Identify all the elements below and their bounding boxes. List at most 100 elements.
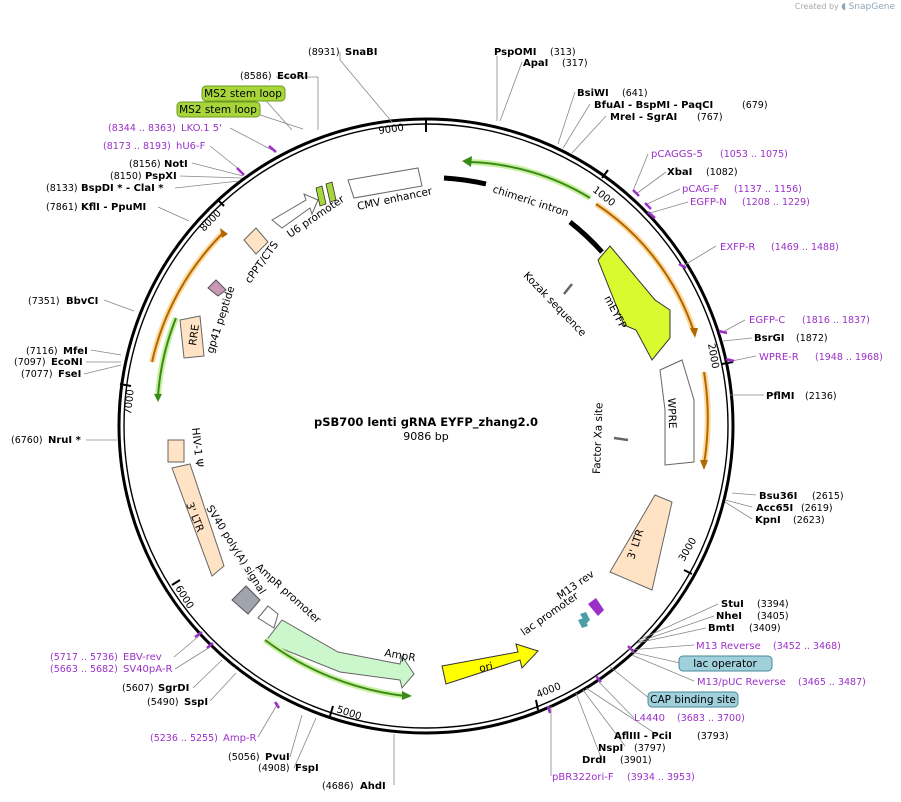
cap-binding-label: CAP binding site <box>650 694 736 706</box>
pos-m13rev: (3452 .. 3468) <box>773 641 841 652</box>
cppt-feature: cPPT/CTS <box>243 227 281 286</box>
site-nrui: NruI * <box>48 435 82 446</box>
pos-drdi: (3901) <box>620 755 652 766</box>
site-ecori: EcoRI <box>277 71 308 82</box>
ampr-promoter-feature: AmpR promoter <box>253 561 324 629</box>
rre-feature: RRE <box>179 315 205 359</box>
pos-pspxi: (8150) <box>110 171 142 182</box>
plasmid-length: 9086 bp <box>403 430 448 443</box>
primer-marks <box>194 145 735 714</box>
leader-lines <box>83 52 764 785</box>
cap-binding-box: CAP binding site <box>647 691 739 708</box>
site-bbvci: BbvCI <box>66 296 98 307</box>
pos-exfpr: (1469 .. 1488) <box>771 242 839 253</box>
site-m13puc: M13/pUC Reverse <box>697 677 786 688</box>
pos-pcaggs: (1053 .. 1075) <box>720 149 788 160</box>
tick-6000 <box>171 579 181 586</box>
pos-kfli: (7861) <box>46 202 78 213</box>
pos-ahdi: (4686) <box>322 781 354 792</box>
site-labels: (8931) SnaBI PspOMI (313) ApaI (317) (85… <box>11 47 883 792</box>
label-chimeric-intron: chimeric intron <box>491 183 570 219</box>
site-pspxi: PspXI <box>145 171 177 182</box>
primer-mark-pcag <box>644 202 652 210</box>
credit-brand: SnapGene <box>848 2 895 12</box>
ms2-box-2-label: MS2 stem loop <box>179 104 257 116</box>
orange-arc-right2 <box>700 371 711 470</box>
gp41-feature: gp41 peptide <box>204 279 237 355</box>
cmv-feature: CMV enhancer <box>347 167 434 213</box>
pos-nhei: (3405) <box>757 611 789 622</box>
pos-lko: (8344 .. 8363) <box>108 123 176 134</box>
pos-l4440: (3683 .. 3700) <box>677 713 745 724</box>
ms2-box-1-label: MS2 stem loop <box>204 88 282 100</box>
primer-mark-pcaggs <box>632 189 640 197</box>
tick-3000 <box>683 569 693 575</box>
site-lko: LKO.1 5' <box>181 123 222 134</box>
pos-ampr-primer: (5236 .. 5255) <box>150 733 218 744</box>
primer-mark-l4440 <box>595 675 602 683</box>
site-pspomi: PspOMI <box>494 47 536 58</box>
primer-mark-lko <box>268 145 277 153</box>
credit-text: Created by <box>794 2 839 11</box>
pos-srgai: (767) <box>697 112 723 123</box>
pos-pbr322: (3934 .. 3953) <box>627 772 695 783</box>
label-ampr: AmpR <box>383 647 416 664</box>
tick-label-6000: 6000 <box>172 584 195 611</box>
site-bmti: BmtI <box>708 623 735 634</box>
pos-stui: (3394) <box>757 599 789 610</box>
site-sspi: SspI <box>184 697 208 708</box>
primer-mark-egfpn <box>647 211 656 219</box>
tick-label-3000: 3000 <box>677 536 699 564</box>
green-arc-left <box>154 316 179 402</box>
site-apai: ApaI <box>523 58 548 69</box>
pos-bbvci: (7351) <box>28 296 60 307</box>
tick-label-7000: 7000 <box>123 389 137 415</box>
ms2-marks <box>315 181 337 207</box>
site-bspdi: BspDI * - ClaI * <box>81 183 164 194</box>
pos-fspi: (4908) <box>258 763 290 774</box>
pos-bspdi: (8133) <box>46 183 78 194</box>
site-pbr322: pBR322ori-F <box>552 772 614 783</box>
pos-egfpc: (1816 .. 1837) <box>802 315 870 326</box>
pos-sspi: (5490) <box>147 697 179 708</box>
pos-econi: (7097) <box>14 357 46 368</box>
ms2-box-1: MS2 stem loop <box>201 85 286 102</box>
site-bsu36i: Bsu36I <box>759 491 797 502</box>
pos-bsiwi: (641) <box>622 88 648 99</box>
orange-arc-left <box>149 228 228 363</box>
snapgene-credit: Created by ◖ SnapGene <box>795 2 895 12</box>
tick-label-9000: 9000 <box>378 123 405 137</box>
pos-apai: (317) <box>562 58 588 69</box>
label-gp41: gp41 peptide <box>204 285 237 355</box>
site-exfpr: EXFP-R <box>720 242 755 253</box>
pos-acc65i: (2619) <box>801 503 833 514</box>
kozak-mark <box>563 283 573 295</box>
lac-operator-box: lac operator <box>678 655 773 672</box>
pos-mfei: (7116) <box>26 346 58 357</box>
hiv-psi-feature: HIV-1 Ψ <box>167 427 205 468</box>
tick-label-2000: 2000 <box>705 343 720 370</box>
pos-hu6: (8173 .. 8193) <box>103 141 171 152</box>
pos-bsrgi: (1872) <box>796 333 828 344</box>
tick-5000 <box>329 705 334 717</box>
pos-m13puc: (3465 .. 3487) <box>798 677 866 688</box>
pos-bfuai: (679) <box>742 100 768 111</box>
tick-8000 <box>217 199 225 207</box>
site-drdi: DrdI <box>582 755 606 766</box>
site-pflmi: PflMI <box>766 391 794 402</box>
label-ori: ori <box>478 660 494 675</box>
site-wprer: WPRE-R <box>759 352 799 363</box>
pos-sv40pa: (5663 .. 5682) <box>50 664 118 675</box>
site-l4440: L4440 <box>634 713 665 724</box>
tick-label-8000: 8000 <box>198 208 224 234</box>
pos-egfpn: (1208 .. 1229) <box>742 197 810 208</box>
ori-feature: ori <box>441 643 539 685</box>
factor-xa-mark <box>613 436 629 442</box>
site-xbai: XbaI <box>667 167 692 178</box>
pos-noti: (8156) <box>129 159 161 170</box>
site-pvui: PvuI <box>265 752 290 763</box>
site-m13rev: M13 Reverse <box>696 641 761 652</box>
label-kozak: Kozak sequence <box>521 270 589 339</box>
pos-pvui: (5056) <box>228 752 260 763</box>
site-bfuai: BfuAI - BspMI - PaqCI <box>594 100 713 111</box>
